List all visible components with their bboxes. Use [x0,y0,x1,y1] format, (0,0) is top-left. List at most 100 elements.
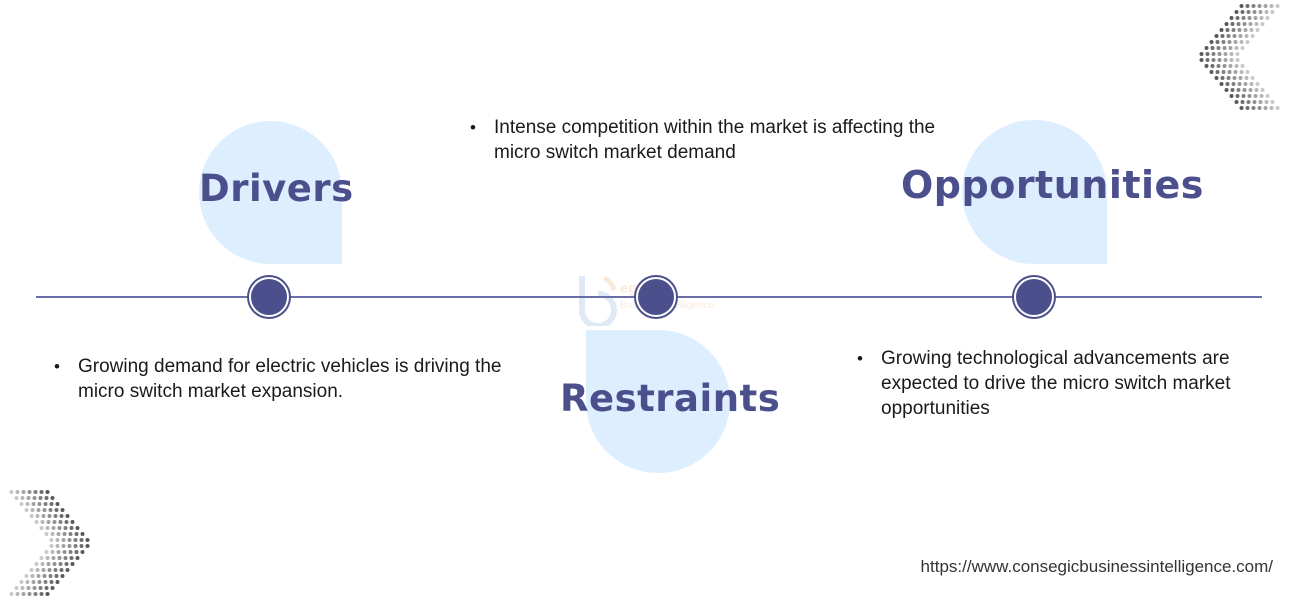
decoration-dot [1240,46,1245,50]
decoration-dot [64,562,69,566]
decoration-dot [30,574,35,578]
decoration-dot [49,544,54,548]
decoration-dot [43,502,48,506]
decoration-dot [1219,82,1224,86]
decoration-dot [1199,52,1204,56]
decoration-dot [65,568,70,572]
decoration-dot [1253,94,1258,98]
decoration-dot [1224,88,1229,92]
decoration-dot [1250,76,1255,80]
decoration-dot [1275,106,1280,110]
logo-icon [579,275,617,329]
decoration-dot [1257,106,1262,110]
decoration-dot [1210,64,1215,68]
decoration-dot [32,496,37,500]
decoration-dot [61,538,66,542]
decoration-dot [1216,46,1221,50]
decoration-dot [85,544,90,548]
decoration-dot [57,556,62,560]
decoration-dot [1263,4,1268,8]
decoration-dot [1251,4,1256,8]
decoration-dot [47,568,52,572]
decoration-dot [1199,58,1204,62]
decoration-dot [80,550,85,554]
decoration-dot [1239,4,1244,8]
decoration-dot [58,562,63,566]
decoration-dot [1240,64,1245,68]
decoration-dot [1259,94,1264,98]
decoration-dot [1236,88,1241,92]
decoration-dot [1227,70,1232,74]
decoration-dot [43,580,48,584]
decoration-dot [59,568,64,572]
opportunities-blob-shape [962,120,1107,264]
decoration-dot [59,514,64,518]
decoration-dot [50,496,55,500]
decoration-dot [63,526,68,530]
decoration-dot [1253,16,1258,20]
decoration-dot [1245,106,1250,110]
decoration-dot [1250,34,1255,38]
decoration-dot [1255,82,1260,86]
decoration-dot [1229,52,1234,56]
dotted-chevron-decoration-bottom [9,490,90,596]
decoration-dot [1242,88,1247,92]
decoration-dot [1265,94,1270,98]
decoration-dot [1231,82,1236,86]
decoration-dot [69,526,74,530]
decoration-dot [1237,82,1242,86]
decoration-dot [45,592,50,596]
decoration-dot [1236,22,1241,26]
decoration-dot [68,550,73,554]
decoration-dot [1205,52,1210,56]
decoration-dot [40,520,45,524]
decoration-dot [1264,100,1269,104]
decoration-dot [49,538,54,542]
decoration-dot [1211,58,1216,62]
decoration-dot [1265,16,1270,20]
decoration-dot [53,568,58,572]
decoration-dot [1235,16,1240,20]
decoration-dot [14,496,19,500]
decoration-dot [1225,28,1230,32]
decoration-dot [1233,70,1238,74]
decoration-dot [62,532,67,536]
decoration-dot [54,574,59,578]
decoration-dot [31,580,36,584]
decoration-dot [47,514,52,518]
decoration-dot [1252,100,1257,104]
decoration-dot [1239,106,1244,110]
decoration-dot [55,538,60,542]
decoration-dot [26,586,31,590]
decoration-dot [1223,58,1228,62]
decoration-dot [1222,64,1227,68]
decoration-dot [1270,10,1275,14]
decoration-dot [46,562,51,566]
decoration-dot [1237,28,1242,32]
decoration-dot [24,508,29,512]
decoration-dot [1205,58,1210,62]
decoration-dot [1220,34,1225,38]
decoration-dot [1244,76,1249,80]
decoration-dot [1260,88,1265,92]
decoration-dot [39,592,44,596]
decoration-dot [27,592,32,596]
decoration-dot [21,490,26,494]
decoration-dot [45,526,50,530]
decoration-dot [57,526,62,530]
decoration-dot [30,508,35,512]
decoration-dot [1210,46,1215,50]
decoration-dot [1269,4,1274,8]
decoration-dot [68,532,73,536]
decoration-dot [55,502,60,506]
decoration-dot [1240,10,1245,14]
opportunities-heading: Opportunities [901,163,1204,207]
decoration-dot [1243,82,1248,86]
decoration-dot [64,520,69,524]
decoration-dot [1231,28,1236,32]
decoration-dot [1235,52,1240,56]
decoration-dot [49,502,54,506]
decoration-dot [9,592,14,596]
decoration-dot [1234,46,1239,50]
decoration-dot [1264,10,1269,14]
